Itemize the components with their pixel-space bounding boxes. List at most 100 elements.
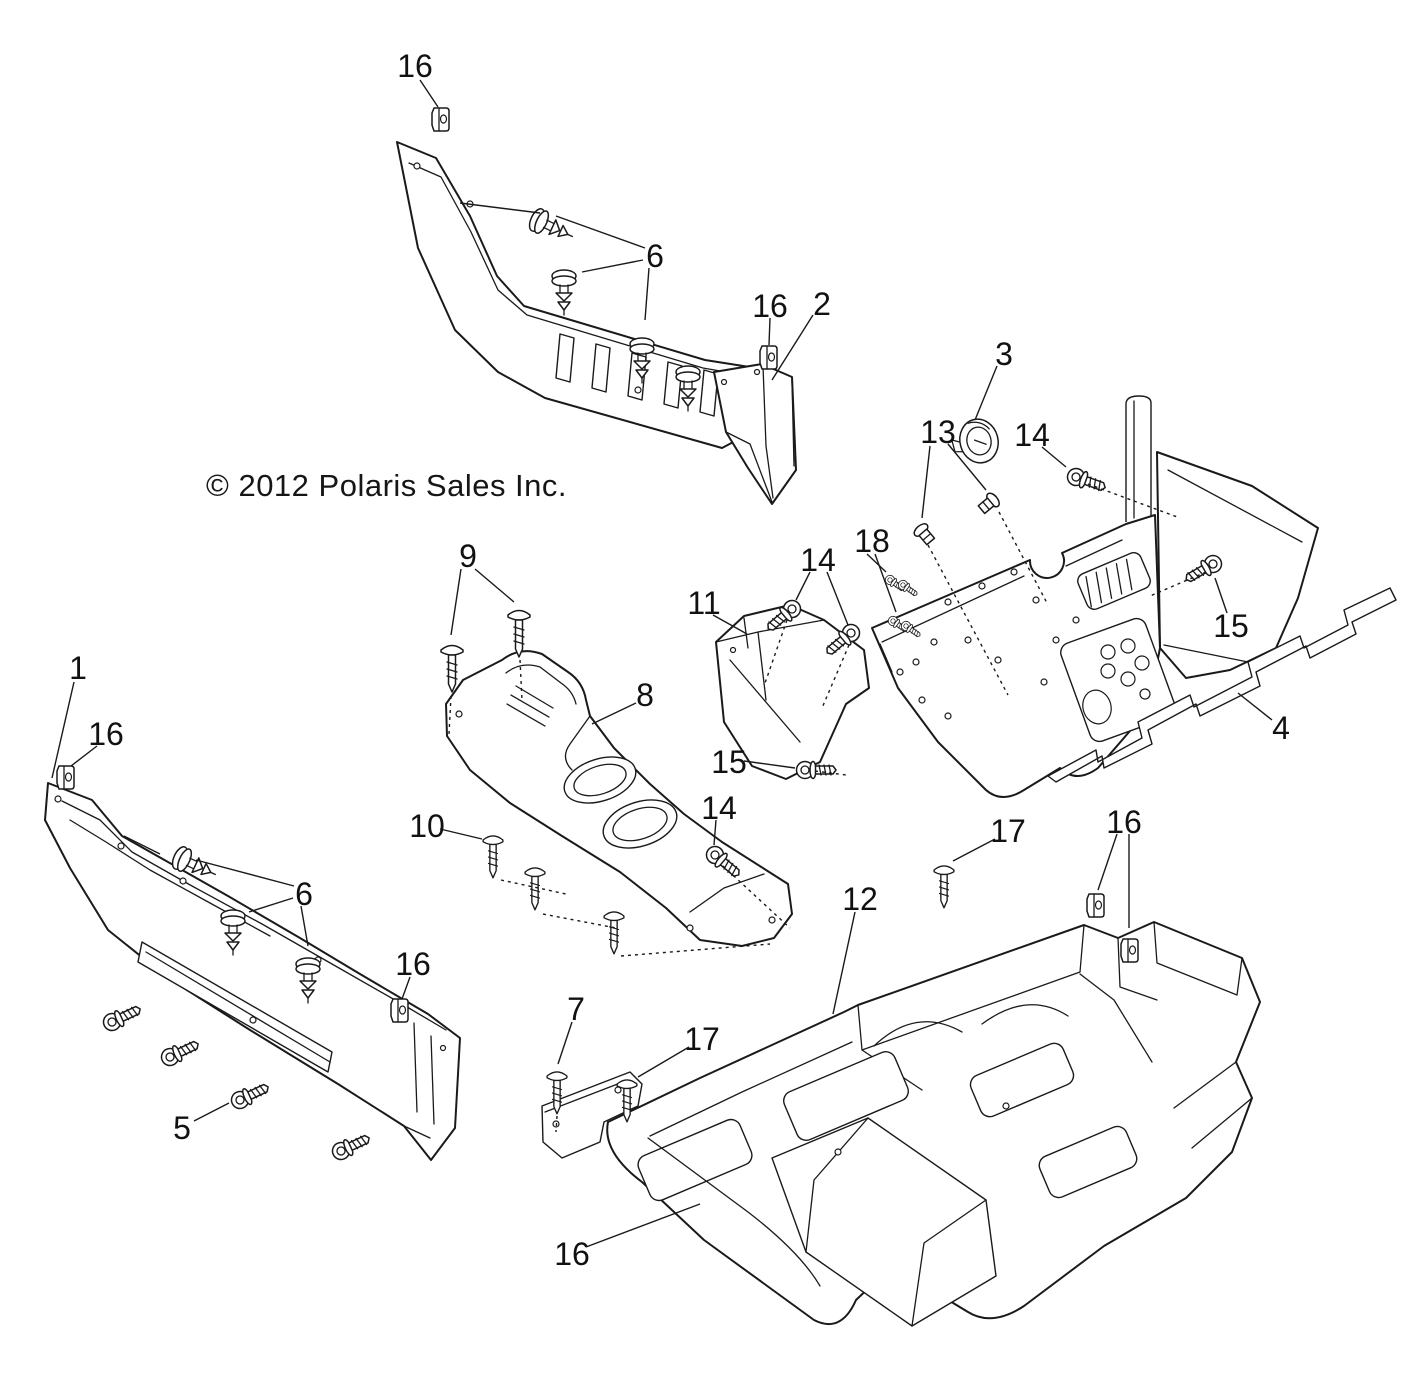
clip-fastener: [759, 345, 778, 370]
copyright: © 2012 Polaris Sales Inc.: [206, 468, 568, 503]
leader-line: [248, 897, 294, 913]
callout-label-16: 16: [554, 1236, 590, 1272]
leader-line: [474, 568, 515, 603]
clip-fastener: [390, 998, 409, 1023]
screw-v-fastener: [524, 867, 546, 911]
leader-line-dotted: [555, 1115, 558, 1133]
leader-line-dotted: [1087, 483, 1181, 519]
leader-line: [874, 553, 897, 613]
leader-line: [581, 259, 644, 273]
part-center-console: [445, 650, 793, 947]
leader-line: [637, 1046, 690, 1078]
callout-label-4: 4: [1272, 710, 1290, 746]
callout-label-18: 18: [854, 523, 890, 559]
leader-line: [123, 835, 161, 855]
part-rear-closeoff-panel: [871, 395, 1319, 798]
leader-line: [921, 445, 931, 519]
leader-line: [555, 215, 646, 249]
leader-line: [1097, 833, 1118, 891]
leader-line: [70, 745, 98, 767]
pin-fastener: [975, 490, 1003, 517]
leader-line: [450, 568, 462, 636]
leader-line: [832, 911, 856, 1015]
leader-line: [439, 828, 483, 840]
callout-label-8: 8: [636, 677, 654, 713]
leader-line: [401, 976, 411, 1000]
leader-line: [1041, 446, 1067, 468]
callout-label-17: 17: [990, 813, 1026, 849]
callout-label-9: 9: [459, 538, 477, 574]
callout-label-1: 1: [69, 650, 87, 686]
cap-fastener: [947, 414, 1004, 470]
leader-line-dotted: [821, 644, 850, 709]
callout-label-14: 14: [800, 542, 836, 578]
leader-line: [300, 905, 309, 947]
clip-fastener: [1120, 938, 1139, 963]
screw-a-fastener: [157, 1035, 203, 1070]
leader-line: [826, 571, 849, 626]
leader-line: [768, 317, 771, 346]
part-floor-pan: [606, 921, 1261, 1327]
leader-line: [591, 702, 637, 725]
leader-line-dotted: [620, 943, 771, 957]
callout-label-5: 5: [173, 1110, 191, 1146]
clip-fastener: [1086, 893, 1105, 918]
panel-holes: [896, 568, 1080, 720]
callout-label-16: 16: [395, 946, 431, 982]
screw-v-fastener: [933, 865, 955, 909]
leader-line: [557, 1021, 573, 1065]
screw-v-fastener: [482, 835, 504, 879]
leader-line-dotted: [1149, 571, 1207, 597]
leader-line: [644, 267, 650, 321]
callout-label-3: 3: [995, 336, 1013, 372]
screw-a-fastener: [227, 1078, 273, 1113]
callout-label-12: 12: [842, 881, 878, 917]
leader-line: [195, 859, 295, 887]
leader-line: [459, 202, 541, 214]
pin-fastener: [911, 520, 938, 548]
leader-line: [743, 760, 796, 769]
callout-label-7: 7: [567, 991, 585, 1027]
callout-label-14: 14: [1014, 417, 1050, 453]
leader-line: [712, 614, 748, 635]
screw-a-fastener: [1064, 465, 1109, 497]
callout-label-13: 13: [920, 414, 956, 450]
screw-v-fastener: [507, 609, 531, 658]
leader-line: [795, 571, 811, 601]
callout-label-11: 11: [687, 585, 720, 621]
leader-line: [866, 553, 887, 573]
callout-label-16: 16: [1106, 804, 1142, 840]
leader-line: [947, 443, 987, 491]
callout-label-14: 14: [701, 790, 737, 826]
callout-label-16: 16: [88, 716, 124, 752]
leader-line-dotted: [814, 770, 847, 776]
callout-label-16: 16: [752, 288, 788, 324]
part-mount-bracket: [541, 1071, 643, 1159]
part-rocker-panel-right: [396, 141, 797, 505]
leader-line: [713, 819, 717, 846]
leader-line: [952, 838, 996, 862]
leader-line-dotted: [763, 619, 788, 687]
leader-line: [585, 1203, 701, 1248]
leader-line-dotted: [542, 913, 617, 929]
clip-fastener: [56, 765, 75, 790]
callout-label-6: 6: [646, 238, 664, 274]
callout-label-10: 10: [409, 808, 445, 844]
callout-label-15: 15: [711, 744, 747, 780]
callout-label-2: 2: [813, 286, 831, 322]
leader-line: [1237, 692, 1273, 721]
leader-line: [193, 1102, 230, 1122]
rivet-fastener: [551, 269, 577, 316]
screw-a-fastener: [99, 1000, 145, 1035]
clip-fastener: [431, 107, 450, 132]
screw-a-fastener: [896, 578, 921, 600]
callout-label-6: 6: [295, 876, 313, 912]
part-rocker-panel-left: [44, 782, 461, 1161]
part-seal-strip: [1047, 587, 1397, 783]
leader-line: [974, 365, 998, 421]
leader-line: [419, 79, 439, 108]
leader-line: [51, 681, 75, 779]
